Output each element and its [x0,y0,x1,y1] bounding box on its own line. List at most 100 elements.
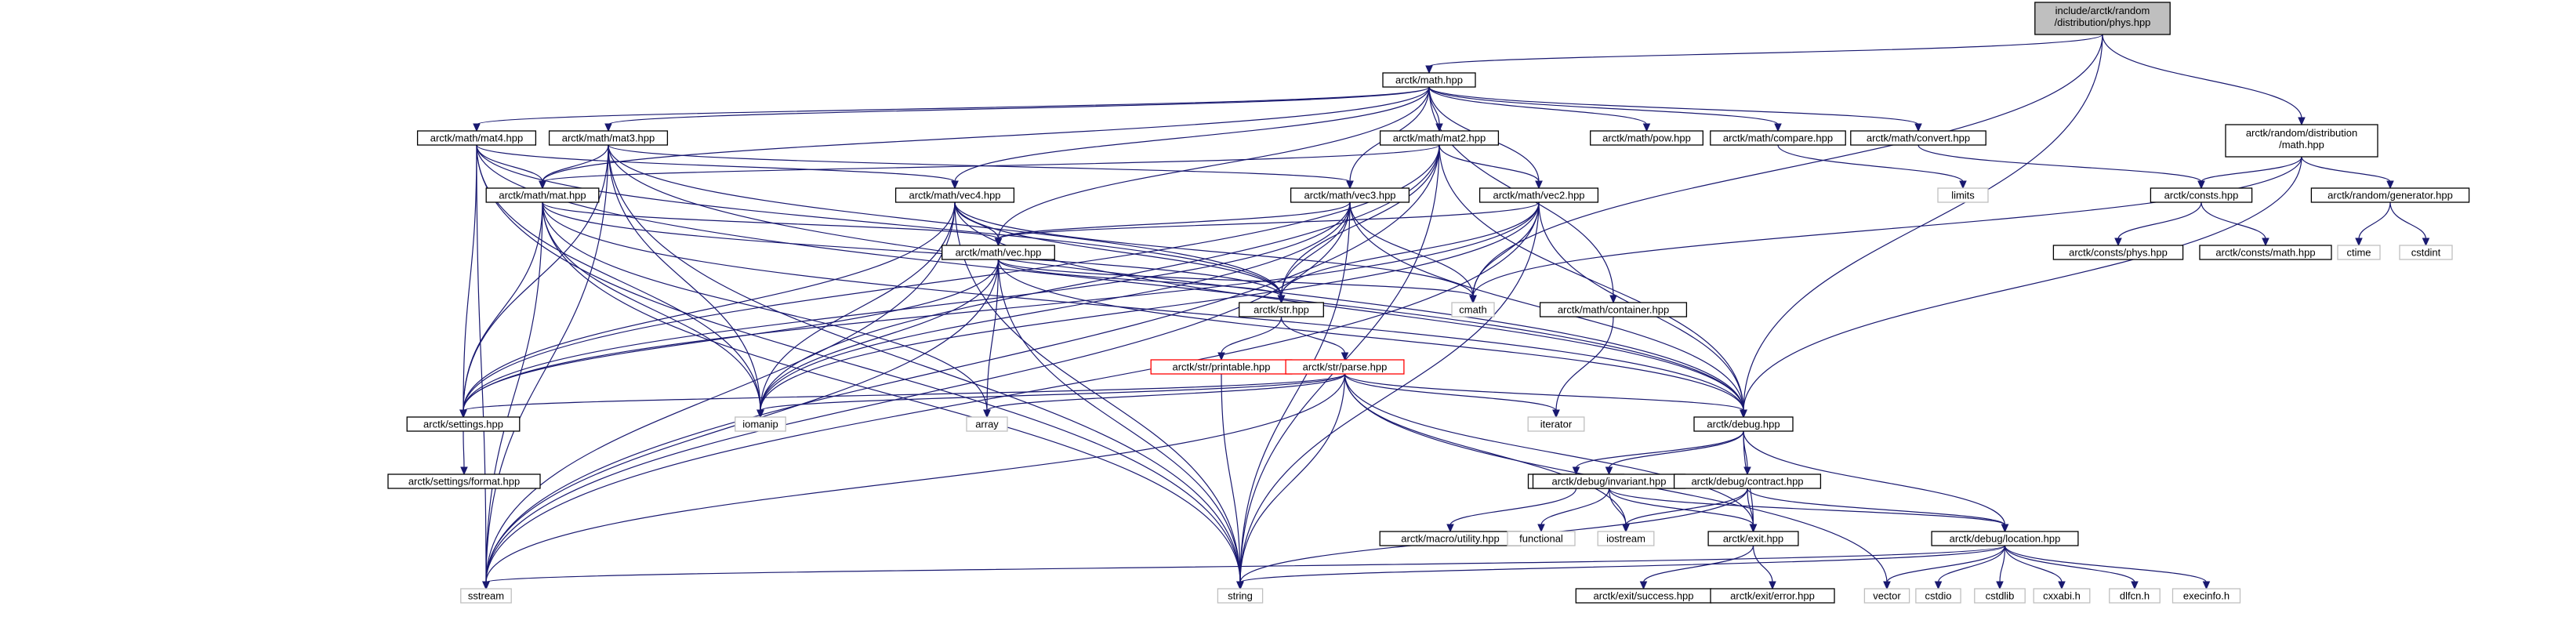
edge-line [1221,316,1283,354]
edge-arrowhead [1622,524,1630,533]
node-vec[interactable]: arctk/math/vec.hpp [942,245,1055,260]
node-box [966,416,1008,432]
node-pow[interactable]: arctk/math/pow.hpp [1590,130,1703,146]
node-compare[interactable]: arctk/math/compare.hpp [1710,130,1846,146]
node-vec4[interactable]: arctk/math/vec4.hpp [894,187,1015,203]
node-execinfo[interactable]: execinfo.h [2171,588,2241,604]
node-printable[interactable]: arctk/str/printable.hpp [1150,359,1293,375]
node-success[interactable]: arctk/exit/success.hpp [1575,588,1712,604]
node-array[interactable]: array [966,416,1008,432]
edge-line [1449,488,1577,526]
node-cstdio[interactable]: cstdio [1915,588,1961,604]
edge-line [542,201,1241,583]
node-iterator[interactable]: iterator [1527,416,1585,432]
node-utility[interactable]: arctk/macro/utility.hpp [1379,531,1522,546]
node-cmath[interactable]: cmath [1451,302,1495,317]
edge-line [1608,488,1627,526]
node-vector[interactable]: vector [1863,588,1910,604]
edge-line [542,144,1440,183]
edge-line [1937,545,2006,583]
node-consts[interactable]: arctk/consts.hpp [2150,187,2253,203]
node-ctime[interactable]: ctime [2337,245,2381,260]
node-rdmath[interactable]: arctk/random/distribution/math.hpp [2225,124,2378,158]
node-location[interactable]: arctk/debug/location.hpp [1931,531,2079,546]
node-label: arctk/math.hpp [1395,74,1463,86]
edge-line [1439,144,1540,183]
node-label: execinfo.h [2183,590,2230,602]
edge-line [1344,373,1744,412]
edge-location-execinfo [2004,545,2211,590]
node-vec2[interactable]: arctk/math/vec2.hpp [1478,187,1599,203]
node-phys[interactable]: include/arctk/random/distribution/phys.h… [2034,2,2171,35]
edge-line [463,144,477,412]
node-label: arctk/random/generator.hpp [2327,190,2453,201]
node-box [2310,187,2470,203]
node-exit[interactable]: arctk/exit.hpp [1707,531,1799,546]
node-iomanip[interactable]: iomanip [735,416,786,432]
node-label: arctk/settings.hpp [423,419,503,430]
node-cstdint[interactable]: cstdint [2399,245,2453,260]
node-error[interactable]: arctk/exit/error.hpp [1710,588,1835,604]
edge-line [485,144,609,583]
edge-line [1608,488,1754,526]
node-mat2[interactable]: arctk/math/mat2.hpp [1379,130,1500,146]
node-label: arctk/macro/utility.hpp [1401,533,1499,545]
node-mat3[interactable]: arctk/math/mat3.hpp [548,130,669,146]
node-sstream[interactable]: sstream [460,588,512,604]
node-string[interactable]: string [1217,588,1264,604]
node-debug[interactable]: arctk/debug.hpp [1693,416,1794,432]
node-parse[interactable]: arctk/str/parse.hpp [1285,359,1405,375]
node-cstdlib[interactable]: cstdlib [1974,588,2026,604]
node-cphys[interactable]: arctk/consts/phys.hpp [2052,245,2184,260]
node-box [1539,302,1688,317]
edge-contract-location [1747,488,2009,533]
edge-line [2102,34,2302,119]
node-cxxabi[interactable]: cxxabi.h [2033,588,2091,604]
node-str[interactable]: arctk/str.hpp [1239,302,1324,317]
node-box [1382,72,1476,88]
node-iostream[interactable]: iostream [1597,531,1655,546]
edge-line [485,144,1440,583]
node-functional[interactable]: functional [1507,531,1576,546]
edge-line [954,201,1283,297]
node-mat4[interactable]: arctk/math/mat4.hpp [416,130,537,146]
edge-line [1575,430,1744,469]
node-mat[interactable]: arctk/math/mat.hpp [485,187,600,203]
node-container[interactable]: arctk/math/container.hpp [1539,302,1688,317]
node-label: arctk/math/compare.hpp [1723,132,1833,144]
node-cmath_h[interactable]: arctk/consts/math.hpp [2199,245,2332,260]
node-label: arctk/math/mat2.hpp [1393,132,1486,144]
edge-mat4-string [476,144,1244,590]
edge-parse-array [983,373,1346,419]
node-box [1710,130,1846,146]
edge-mat2-iomanip [756,144,1440,419]
edge-mat2-mat [539,144,1440,190]
edge-line [986,373,1346,412]
node-contract[interactable]: arctk/debug/contract.hpp [1673,473,1822,489]
node-settings[interactable]: arctk/settings.hpp [406,416,521,432]
node-generator[interactable]: arctk/random/generator.hpp [2310,187,2470,203]
edge-line [463,201,543,412]
node-convert[interactable]: arctk/math/convert.hpp [1850,130,1986,146]
edge-line [760,201,1540,412]
edge-rdmath-cmath [1469,156,2302,304]
node-label: arctk/consts/math.hpp [2215,247,2315,259]
node-math[interactable]: arctk/math.hpp [1382,72,1476,88]
node-box [387,473,541,489]
node-label: include/arctk/random [2055,5,2150,16]
edge-arrowhead [1341,352,1349,361]
node-label: arctk/math/mat3.hpp [562,132,655,144]
edge-math-convert [1428,86,1922,132]
edge-line [1747,488,2006,526]
node-dlfcn[interactable]: dlfcn.h [2109,588,2161,604]
node-label: iterator [1540,419,1573,430]
node-format[interactable]: arctk/settings/format.hpp [387,473,541,489]
edge-line [463,201,1540,412]
edge-arrowhead [1996,581,2004,590]
edge-line [1608,488,2006,526]
node-limits[interactable]: limits [1937,187,1989,203]
node-vec3[interactable]: arctk/math/vec3.hpp [1290,187,1410,203]
node-label: arctk/debug/location.hpp [1950,533,2061,545]
node-invariant[interactable]: arctk/debug/invariant.hpp [1532,473,1686,489]
